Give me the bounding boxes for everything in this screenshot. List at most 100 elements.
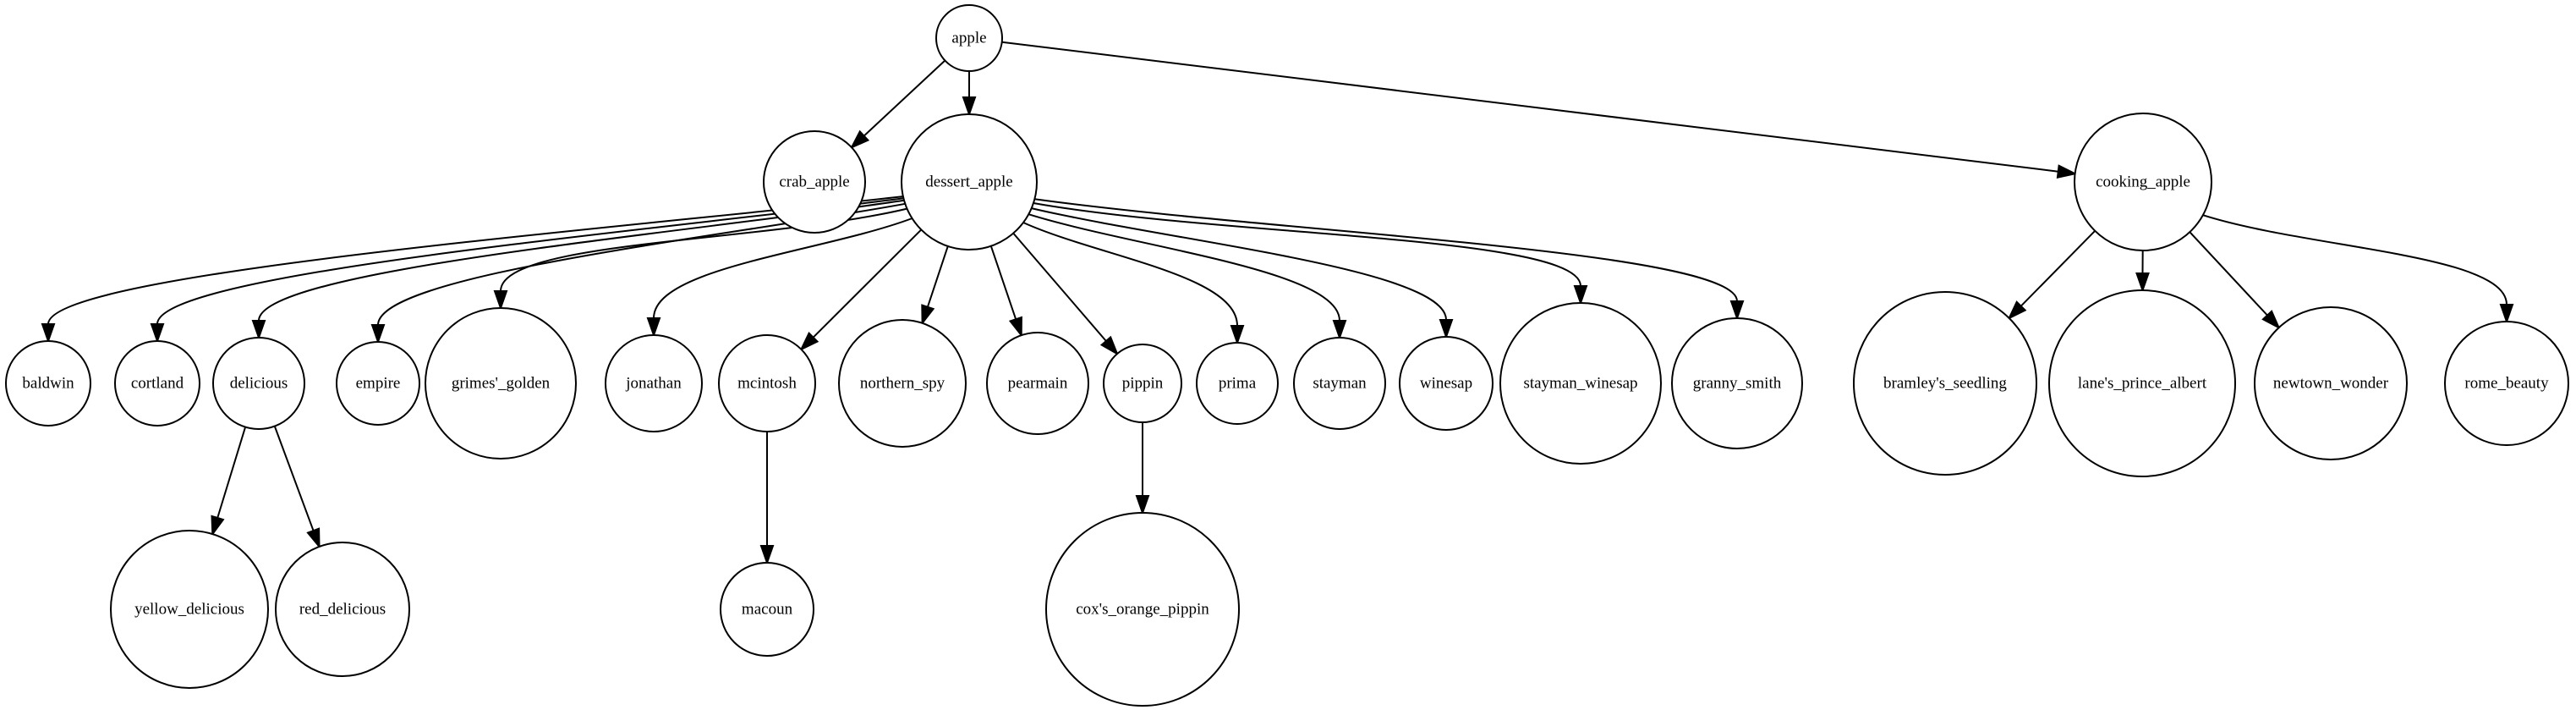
arrowhead (1729, 300, 1745, 322)
arrowhead (1573, 285, 1588, 306)
node-circle (5, 340, 91, 427)
arrowhead (1230, 325, 1245, 346)
node-bramleys-seedling: bramley's_seedling (1853, 291, 2037, 476)
arrowhead (1135, 495, 1150, 516)
node-delicious: delicious (212, 337, 305, 430)
node-label: apple (951, 30, 986, 47)
node-label: empire (356, 375, 401, 393)
node-label: crab_apple (779, 173, 849, 191)
edge-cooking-apple-to-bramleys-seedling (2007, 230, 2096, 321)
edge-line (2020, 230, 2096, 307)
edge-cooking-apple-to-newtown-wonder (2189, 231, 2281, 330)
arrowhead (849, 129, 870, 150)
edge-line (1033, 202, 1581, 287)
arrowhead (150, 323, 165, 344)
node-circle (2444, 321, 2569, 446)
node-circle (720, 562, 814, 657)
node-circle (1293, 337, 1386, 430)
node-cooking-apple: cooking_apple (2074, 113, 2212, 251)
edge-apple-to-cooking-apple (1001, 41, 2078, 179)
node-circle (935, 4, 1003, 72)
node-coxs-orange-pippin: cox's_orange_pippin (1045, 512, 1240, 707)
node-macoun: macoun (720, 562, 814, 657)
node-label: prima (1219, 375, 1257, 393)
node-circle (1853, 291, 2037, 476)
node-label: cooking_apple (2096, 173, 2190, 191)
node-circle (1103, 344, 1182, 423)
node-label: red_delicious (299, 601, 386, 619)
node-empire: empire (336, 341, 420, 426)
arrowhead (2056, 164, 2078, 179)
node-newtown-wonder: newtown_wonder (2254, 306, 2408, 460)
node-winesap: winesap (1399, 336, 1494, 431)
node-pearmain: pearmain (986, 332, 1089, 435)
arrowhead (2499, 304, 2514, 325)
edge-dessert-apple-to-northern-spy (921, 245, 949, 326)
node-label: baldwin (22, 375, 74, 393)
node-circle (425, 307, 577, 460)
node-label: dessert_apple (925, 173, 1012, 191)
node-northern-spy: northern_spy (838, 319, 967, 448)
arrowhead (2261, 310, 2281, 330)
node-circle (2074, 113, 2212, 251)
edge-pippin-to-coxs-orange-pippin (1135, 422, 1150, 516)
node-circle (1671, 317, 1803, 449)
edge-line (273, 426, 315, 531)
edge-dessert-apple-to-baldwin (41, 195, 903, 344)
edge-apple-to-dessert-apple (962, 71, 977, 118)
edge-line (1022, 222, 1238, 327)
edge-dessert-apple-to-granny-smith (1034, 198, 1745, 322)
node-circle (763, 130, 866, 234)
node-prima: prima (1196, 342, 1279, 425)
node-granny-smith: granny_smith (1671, 317, 1803, 449)
node-circle (986, 332, 1089, 435)
arrowhead (2007, 300, 2027, 321)
node-circle (838, 319, 967, 448)
edge-line (812, 228, 923, 338)
node-circle (275, 542, 410, 677)
arrowhead (2135, 272, 2150, 294)
node-stayman: stayman (1293, 337, 1386, 430)
arrowhead (1008, 316, 1022, 338)
arrowhead (1332, 320, 1347, 341)
node-circle (718, 334, 816, 432)
node-label: rome_beauty (2464, 375, 2549, 393)
node-label: newtown_wonder (2273, 375, 2389, 393)
edge-line (47, 195, 903, 325)
node-jonathan: jonathan (605, 334, 703, 432)
arrowhead (41, 323, 56, 344)
node-grimes-golden: grimes'_golden (425, 307, 577, 460)
arrowhead (211, 515, 225, 537)
arrowhead (1439, 319, 1454, 340)
edge-dessert-apple-to-winesap (1031, 207, 1454, 340)
edge-line (1028, 213, 1340, 322)
edge-dessert-apple-to-stayman (1028, 213, 1347, 341)
node-label: stayman (1313, 375, 1367, 393)
node-circle (605, 334, 703, 432)
node-circle (110, 530, 269, 689)
node-circle (2254, 306, 2408, 460)
node-pippin: pippin (1103, 344, 1182, 423)
edge-line (1012, 232, 1107, 342)
node-cortland: cortland (114, 340, 200, 427)
node-circle (1399, 336, 1494, 431)
node-red-delicious: red_delicious (275, 542, 410, 677)
edge-dessert-apple-to-mcintosh (799, 228, 923, 351)
arrowhead (962, 96, 977, 118)
edge-dessert-apple-to-grimes-golden (493, 207, 907, 311)
node-stayman-winesap: stayman_winesap (1499, 302, 1662, 465)
edge-delicious-to-red-delicious (273, 426, 321, 549)
arrowhead (306, 527, 321, 549)
node-circle (1196, 342, 1279, 425)
edge-line (863, 59, 946, 137)
node-yellow-delicious: yellow_delicious (110, 530, 269, 689)
edge-cooking-apple-to-rome-beauty (2202, 214, 2514, 325)
arrowhead (799, 331, 819, 351)
edge-dessert-apple-to-pearmain (989, 245, 1022, 338)
arrowhead (759, 545, 775, 566)
edge-mcintosh-to-macoun (759, 432, 775, 566)
edge-line (989, 245, 1017, 320)
node-baldwin: baldwin (5, 340, 91, 427)
node-rome-beauty: rome_beauty (2444, 321, 2569, 446)
node-label: jonathan (625, 375, 682, 393)
